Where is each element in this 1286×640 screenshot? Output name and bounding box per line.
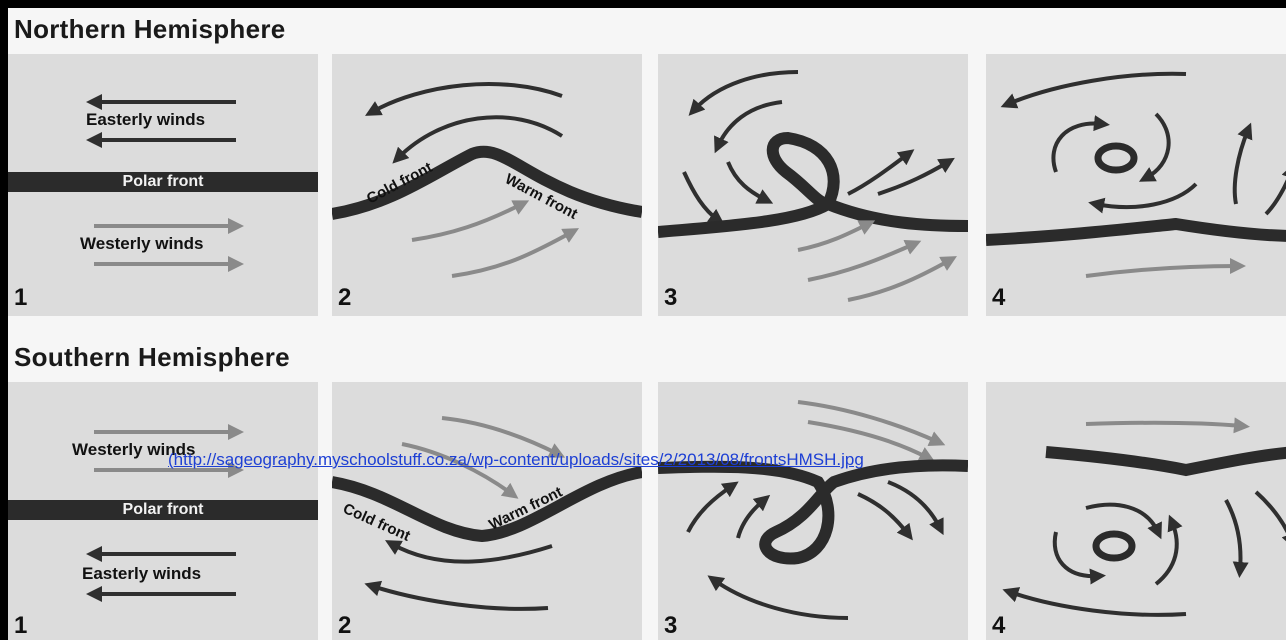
cold-air-arrow-1 [686, 481, 739, 533]
southern-panel-3-diagram [658, 400, 968, 620]
low-pressure-centre [1094, 142, 1138, 174]
cold-air-arrow-3 [857, 492, 913, 541]
northern-hemisphere-title: Northern Hemisphere [14, 14, 286, 44]
northern-panel-1-arrows [86, 94, 244, 272]
panel-number: 3 [664, 612, 678, 639]
warm-air-arrow-2 [877, 157, 955, 196]
front-line [332, 145, 642, 220]
low-pressure-centre [1092, 530, 1136, 562]
cyclone-arrow-5 [1254, 490, 1286, 550]
cold-air-arrow-2 [714, 100, 783, 154]
panel-number: 2 [338, 284, 352, 311]
southern-panel-4-diagram [1002, 417, 1286, 617]
northern-panel-3: 3 [658, 54, 968, 316]
northern-panel-2: Cold front Warm front 2 [332, 54, 642, 316]
southern-panel-2-diagram: Cold front Warm front [332, 416, 642, 611]
warm-air-arrow-2 [451, 228, 580, 278]
northern-panel-2-diagram: Cold front Warm front [332, 82, 642, 278]
cold-air-arrow-5 [707, 575, 849, 620]
cold-air-arrow-1 [1000, 71, 1187, 109]
cold-air-arrow-1 [365, 82, 563, 116]
cold-air-arrow-4 [726, 161, 774, 204]
easterly-winds-label: Easterly winds [82, 564, 202, 583]
westerly-winds-label: Westerly winds [72, 440, 196, 459]
cold-air-arrow-1 [385, 540, 553, 564]
cold-air-arrow-1 [1002, 587, 1187, 617]
cold-air-arrow-1 [688, 70, 799, 116]
warm-air-arrow-1 [411, 200, 530, 242]
source-prefix: ( [168, 450, 174, 469]
warm-air-arrow-1 [1085, 417, 1250, 434]
cyclone-arrow-1 [1052, 531, 1106, 585]
cold-air-arrow-2 [364, 580, 549, 611]
panel-number: 4 [992, 284, 1006, 311]
northern-panel-4: 4 [986, 54, 1286, 316]
front-line [986, 217, 1286, 246]
easterly-winds-label: Easterly winds [86, 110, 206, 129]
warm-air-arrow-1 [441, 416, 566, 458]
cyclone-arrow-4 [1232, 122, 1253, 205]
cyclone-arrow-5 [1264, 162, 1286, 216]
source-url-text: http://sageography.myschoolstuff.co.za/w… [173, 450, 864, 469]
cyclone-arrow-1 [1051, 115, 1110, 173]
source-url-link[interactable]: (http://sageography.myschoolstuff.co.za/… [168, 450, 864, 470]
cyclone-arrow-2 [1085, 502, 1162, 540]
polar-front-band: Polar front [8, 500, 318, 520]
panel-number: 4 [992, 612, 1006, 639]
front-line [332, 466, 642, 543]
warm-air-arrow-1 [847, 149, 915, 196]
westerly-winds-label: Westerly winds [80, 234, 204, 253]
polar-front-band: Polar front [8, 172, 318, 192]
panel-number: 3 [664, 284, 678, 311]
panel-number: 2 [338, 612, 352, 639]
warm-air-arrow-4 [807, 239, 922, 282]
warm-air-arrow-1 [797, 400, 946, 447]
cold-air-arrow-2 [392, 115, 564, 164]
cyclone-arrow-2 [1138, 112, 1171, 182]
southern-hemisphere-title: Southern Hemisphere [14, 342, 290, 372]
cyclone-arrow-3 [1154, 514, 1183, 586]
southern-panel-1-arrows [86, 424, 244, 602]
warm-air-arrow-2 [807, 420, 936, 462]
occluding-front-line [658, 459, 968, 565]
cyclone-arrow-4 [1224, 499, 1249, 578]
panel-number: 1 [14, 612, 28, 639]
cold-air-arrow-4 [887, 480, 944, 536]
southern-panel-2: Cold front Warm front 2 [332, 382, 642, 640]
southern-panel-1: Westerly winds Polar front Easterly wind… [8, 382, 318, 640]
southern-panel-4: 4 [986, 382, 1286, 640]
cold-air-arrow-2 [736, 494, 771, 539]
southern-panel-3: 3 [658, 382, 968, 640]
warm-air-arrow-5 [847, 256, 957, 302]
cold-air-arrow-3 [682, 171, 725, 225]
panel-number: 1 [14, 284, 28, 311]
cyclone-arrow-3 [1088, 182, 1198, 214]
northern-panel-4-diagram [986, 71, 1286, 278]
front-line [1045, 446, 1286, 477]
northern-panel-1: Easterly winds Polar front Westerly wind… [8, 54, 318, 316]
warm-air-arrow-2 [401, 442, 519, 499]
warm-air-arrow-3 [797, 220, 876, 252]
diagram-frame: Northern Hemisphere Easterly winds Polar… [8, 8, 1286, 640]
warm-air-arrow-1 [1085, 258, 1246, 278]
northern-panel-3-diagram [658, 70, 968, 302]
occluding-front-line [658, 131, 968, 238]
